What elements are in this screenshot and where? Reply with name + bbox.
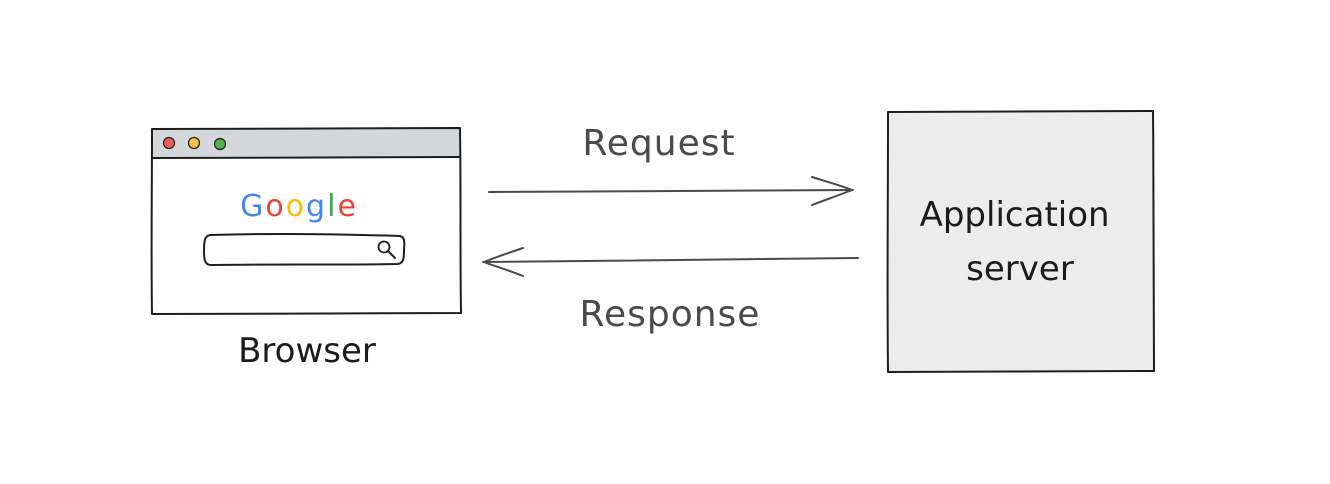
window-maximize-icon[interactable] xyxy=(213,137,227,151)
server-label: Application server xyxy=(920,195,1121,289)
google-logo-letter-g1: G xyxy=(240,189,265,224)
magnifier-icon[interactable] xyxy=(377,240,396,259)
google-logo-letter-o2: o xyxy=(286,189,306,224)
server-box-border xyxy=(886,110,1155,373)
response-label: Response xyxy=(580,294,761,335)
browser-window: Google Browser xyxy=(150,127,462,371)
server-box-fill xyxy=(888,112,1153,371)
request-label: Request xyxy=(582,123,735,164)
browser-titlebar-divider xyxy=(151,156,461,159)
search-input[interactable] xyxy=(203,232,406,266)
google-logo-letter-g2: g xyxy=(306,189,327,224)
google-logo-letter-e: e xyxy=(337,189,357,224)
browser-titlebar xyxy=(152,129,460,158)
application-server-box: Application server xyxy=(886,110,1155,373)
server-label-line2: server xyxy=(966,249,1074,289)
request-arrow xyxy=(488,176,854,206)
window-close-icon[interactable] xyxy=(162,136,176,150)
server-label-line1: Application xyxy=(920,195,1110,235)
browser-label: Browser xyxy=(238,331,376,371)
google-logo-letter-o1: o xyxy=(265,189,285,224)
window-minimize-icon[interactable] xyxy=(187,136,201,150)
browser-frame xyxy=(150,127,462,315)
response-arrow xyxy=(482,247,859,277)
google-logo-letter-l: l xyxy=(327,189,337,224)
google-logo: Google xyxy=(240,189,358,224)
